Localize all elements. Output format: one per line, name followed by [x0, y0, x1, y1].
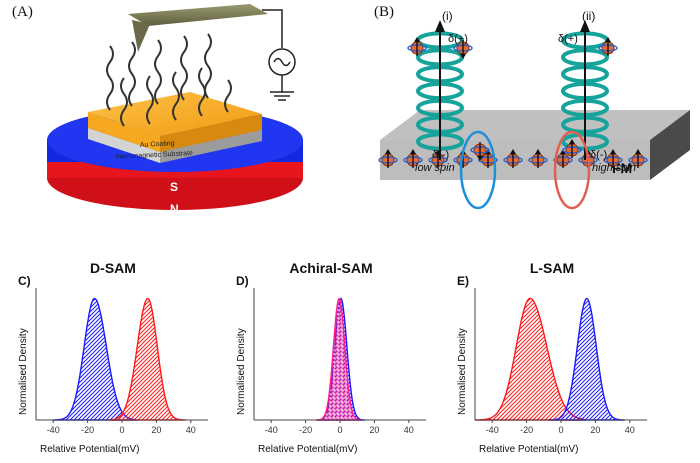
spin-icon: [503, 149, 523, 168]
chiral-molecules: [106, 33, 232, 127]
delta-plus-i: δ(+): [448, 33, 468, 45]
panel-a-label: (A): [12, 4, 33, 20]
x-tick-label: -20: [81, 425, 94, 435]
spin-icon: [562, 139, 582, 158]
pole-s-label: S: [170, 180, 178, 194]
x-tick-label: -40: [486, 425, 499, 435]
density-series: [53, 297, 137, 421]
circuit-wire: [262, 9, 283, 48]
spin-icon: [470, 142, 490, 161]
x-tick-label: -40: [265, 425, 278, 435]
x-tick-label: 40: [404, 425, 414, 435]
case-i-label: (i): [442, 9, 453, 23]
chart-xlabel: Relative Potential(mV): [479, 444, 579, 455]
chart-xlabel: Relative Potential(mV): [258, 444, 358, 455]
x-tick-label: 20: [590, 425, 600, 435]
helix-spins: [407, 37, 618, 161]
density-series: [109, 297, 186, 421]
pole-n-label: N: [170, 202, 179, 215]
delta-plus-ii: δ(+): [558, 33, 578, 45]
panel-a-illustration: Au Coating Ferromagnetic Substrate S N: [47, 4, 303, 215]
spin-icon: [403, 149, 423, 168]
delta-minus-ii: δ(-): [590, 149, 607, 161]
density-series: [316, 297, 363, 421]
gold-front: [88, 112, 160, 152]
substrate-side: [160, 130, 262, 163]
spin-icon: [528, 149, 548, 168]
x-tick-label: 20: [151, 425, 161, 435]
substrate-front: [88, 128, 160, 163]
x-tick-label: 0: [119, 425, 124, 435]
x-tick-label: -20: [299, 425, 312, 435]
x-tick-label: 0: [558, 425, 563, 435]
gold-top: [88, 92, 262, 136]
spin-icon: [453, 40, 473, 59]
chart-svg: -40 -20 0 20 40: [474, 288, 647, 435]
low-spin-label: low spin: [415, 162, 455, 174]
fm-side: [650, 110, 690, 180]
chart-title: L-SAM: [529, 260, 575, 276]
panel-b-illustration: FM (i) (ii) δ(+) δ(+) δ(-) δ(-) low spin…: [378, 9, 690, 210]
spin-icon: [598, 37, 618, 56]
spin-icon: [378, 149, 398, 168]
x-tick-label: 40: [625, 425, 635, 435]
chart-tag: D): [236, 274, 249, 288]
chart-tag: C): [18, 274, 31, 288]
x-tick-label: -20: [520, 425, 533, 435]
chart-title: Achiral-SAM: [289, 260, 373, 276]
spin-icon: [553, 149, 573, 168]
ground-icon: [270, 91, 294, 101]
chart-tag: E): [457, 274, 469, 288]
delta-minus-i: δ(-): [432, 149, 449, 161]
case-ii-label: (ii): [582, 9, 595, 23]
spin-icon: [407, 37, 427, 56]
high-spin-label: high spin: [592, 162, 636, 174]
gold-side: [160, 114, 262, 152]
afm-tip: [132, 20, 150, 52]
density-series: [548, 297, 625, 421]
x-tick-label: 0: [337, 425, 342, 435]
blue-ring: [459, 130, 497, 210]
x-tick-label: 20: [369, 425, 379, 435]
fm-top: [380, 110, 690, 140]
x-tick-label: -40: [47, 425, 60, 435]
afm-cantilever: [128, 4, 268, 26]
chart-svg: -40 -20 0 20 40: [253, 288, 426, 435]
chart-title: D-SAM: [90, 260, 136, 276]
chart-svg: -40 -20 0 20 40: [35, 288, 208, 435]
red-ring: [553, 130, 591, 210]
coating-label: Au Coating: [140, 140, 175, 149]
spin-icon: [628, 149, 648, 168]
chart-xlabel: Relative Potential(mV): [40, 444, 140, 455]
substrate-label: Ferromagnetic Substrate: [116, 150, 193, 161]
panel-b-label: (B): [374, 4, 394, 20]
spin-icon: [603, 149, 623, 168]
x-tick-label: 40: [186, 425, 196, 435]
